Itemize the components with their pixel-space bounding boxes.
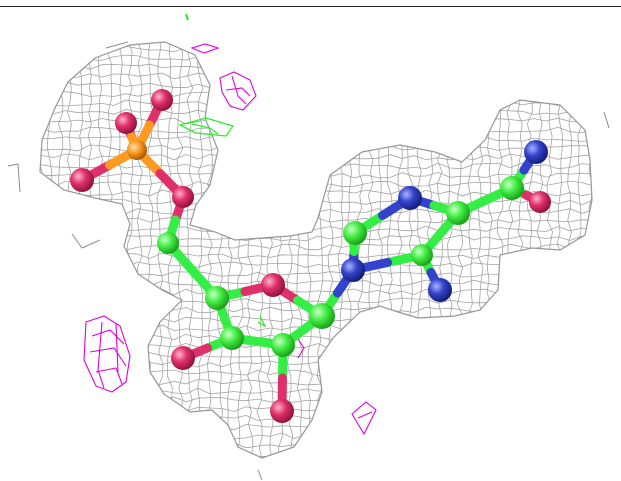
atom-p-phosphorus[interactable] xyxy=(127,140,147,160)
atom-o5p-oxygen[interactable] xyxy=(172,186,194,208)
stray-mesh-fragments xyxy=(7,41,610,481)
atom-cam-carbon[interactable] xyxy=(500,176,524,200)
atom-c2-carbon[interactable] xyxy=(271,333,295,357)
mesh-lattice xyxy=(40,42,592,458)
atom-o1-oxygen[interactable] xyxy=(151,89,173,111)
atom-o2-oxygen[interactable] xyxy=(115,112,137,134)
atom-c1-carbon[interactable] xyxy=(309,303,335,329)
atom-c3-carbon[interactable] xyxy=(220,326,244,350)
atom-c4-carbon[interactable] xyxy=(205,286,229,310)
positive-difference-density xyxy=(178,13,267,328)
atom-nam-nitrogen[interactable] xyxy=(524,140,548,164)
atom-o4-oxygen[interactable] xyxy=(261,273,285,297)
viewer-top-border xyxy=(0,6,621,7)
density-mesh xyxy=(39,41,593,459)
atom-c4r-carbon[interactable] xyxy=(411,244,433,266)
atom-o3p-oxygen[interactable] xyxy=(171,346,195,370)
mesh-outline xyxy=(39,41,593,459)
atom-c5r-carbon[interactable] xyxy=(343,221,367,245)
atom-c3r-carbon[interactable] xyxy=(446,201,470,225)
atom-o3-oxygen[interactable] xyxy=(70,168,94,192)
atom-n1-nitrogen[interactable] xyxy=(341,258,365,282)
molecule-atoms xyxy=(70,89,551,423)
atom-o2p-oxygen[interactable] xyxy=(270,399,294,423)
negative-difference-density xyxy=(83,43,377,436)
atom-oam-oxygen[interactable] xyxy=(529,191,551,213)
atom-n4-nitrogen[interactable] xyxy=(428,278,452,302)
atom-n2-nitrogen[interactable] xyxy=(398,186,422,210)
atom-c5-carbon[interactable] xyxy=(157,232,179,254)
